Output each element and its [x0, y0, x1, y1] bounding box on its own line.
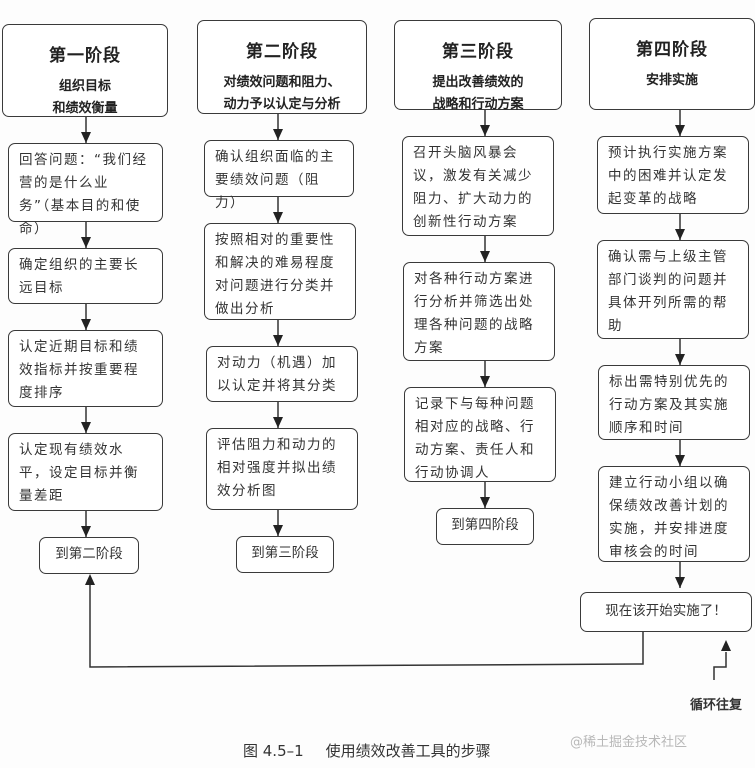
arrowhead-down	[480, 125, 490, 136]
arrowhead-down	[81, 237, 91, 248]
arrowhead-down	[81, 319, 91, 330]
stage-4-step-1: 预计执行实施方案中的困难并认定发起变革的战略	[597, 136, 749, 214]
stage-3-title: 第三阶段	[442, 42, 514, 62]
watermark: @稀土掘金技术社区	[570, 735, 688, 750]
stage-2-step-2: 按照相对的重要性和解决的难易程度对问题进行分类并做出分析	[204, 223, 356, 320]
goto-stage-2: 到第二阶段	[39, 537, 139, 574]
arrowhead-down	[81, 422, 91, 433]
goto-stage-4: 到第四阶段	[436, 508, 534, 545]
stage-2-step-1: 确认组织面临的主要绩效问题（阻力）	[204, 140, 354, 211]
stage-3-box: 第三阶段 提出改善绩效的 战略和行动方案	[394, 20, 562, 112]
arrowhead-down	[81, 526, 91, 537]
stage-1-title: 第一阶段	[49, 46, 121, 66]
arrowhead-down	[273, 129, 283, 140]
stage-1-step-4: 认定现有绩效水平，设定目标并衡量差距	[8, 433, 163, 511]
stage-4-step-3: 标出需特别优先的行动方案及其实施顺序和时间	[598, 365, 750, 440]
cycle-step-line	[713, 652, 727, 680]
arrowhead-down	[273, 417, 283, 428]
stage-2-step-3: 对动力（机遇）加以认定并将其分类	[206, 346, 358, 402]
stage-1-step-1: 回答问题：“我们经营的是什么业务”（基本目的和使命）	[8, 143, 163, 237]
loop-back-line	[89, 583, 644, 668]
arrowhead-down	[273, 212, 283, 223]
loop-back-arrowhead	[85, 574, 95, 585]
arrowhead-down	[480, 497, 490, 508]
stage-3-step-2: 对各种行动方案进行分析并筛选出处理各种问题的战略方案	[403, 262, 555, 361]
stage-2-title: 第二阶段	[246, 42, 318, 62]
stage-2-box: 第二阶段 对绩效问题和阻力、 动力予以认定与分析	[197, 20, 367, 114]
arrowhead-down	[675, 229, 685, 240]
stage-4-box: 第四阶段 安排实施	[589, 18, 755, 110]
cycle-arrowhead	[721, 640, 731, 651]
goto-stage-3: 到第三阶段	[236, 536, 334, 573]
stage-1-step-2: 确定组织的主要长远目标	[8, 248, 163, 304]
stage-4-step-4: 建立行动小组以确保绩效改善计划的实施，并安排进度审核会的时间	[598, 466, 750, 562]
stage-3-step-1: 召开头脑风暴会议，激发有关减少阻力、扩大动力的创新性行动方案	[402, 136, 554, 236]
arrowhead-down	[675, 125, 685, 136]
arrowhead-down	[81, 132, 91, 143]
stage-2-description: 对绩效问题和阻力、 动力予以认定与分析	[223, 75, 341, 112]
arrowhead-down	[675, 354, 685, 365]
start-implementation-box: 现在该开始实施了！	[580, 592, 752, 632]
stage-4-description: 安排实施	[645, 73, 698, 88]
figure-title: 使用绩效改善工具的步骤	[325, 742, 491, 760]
stage-3-step-3: 记录下与每种问题相对应的战略、行动方案、责任人和行动协调人	[404, 387, 556, 482]
arrowhead-down	[480, 251, 490, 262]
stage-1-box: 第一阶段 组织目标 和绩效衡量	[2, 24, 168, 117]
stage-4-step-2: 确认需与上级主管部门谈判的问题并具体开列所需的帮助	[597, 240, 749, 339]
arrowhead-down	[273, 335, 283, 346]
stage-2-step-4: 评估阻力和动力的相对强度并拟出绩效分析图	[206, 428, 358, 510]
figure-number: 图 4.5–1	[243, 742, 304, 760]
arrowhead-down	[273, 525, 283, 536]
arrowhead-down	[675, 577, 685, 588]
stage-1-description: 组织目标 和绩效衡量	[52, 79, 118, 116]
figure-caption: 图 4.5–1 使用绩效改善工具的步骤	[243, 740, 491, 761]
stage-3-description: 提出改善绩效的 战略和行动方案	[432, 75, 524, 112]
stage-1-step-3: 认定近期目标和绩效指标并按重要程度排序	[8, 330, 163, 407]
arrowhead-down	[480, 376, 490, 387]
cycle-label: 循环往复	[690, 698, 743, 713]
arrowhead-down	[675, 455, 685, 466]
stage-4-title: 第四阶段	[636, 40, 708, 60]
